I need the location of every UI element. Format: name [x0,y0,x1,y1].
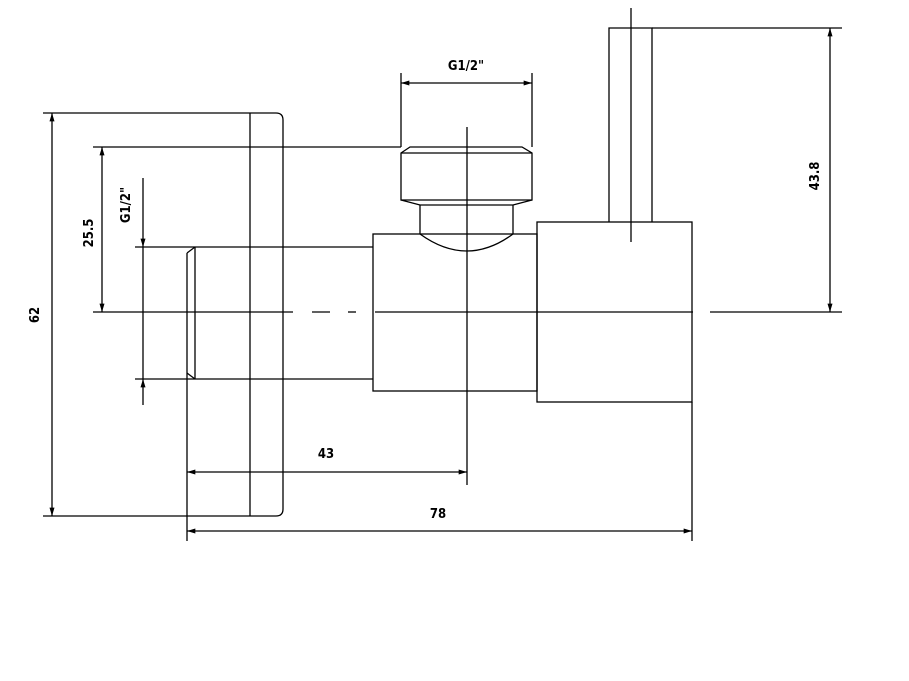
dim-top-thread: G1/2" [448,59,484,74]
wall-flange [43,112,284,517]
dim-offset-height: 25.5 [82,219,97,248]
centerlines [93,127,842,485]
dim-inlet-to-center: 43 [318,447,334,462]
dim-flange-height: 62 [28,307,43,323]
dim-handle-height: 43.8 [808,162,823,191]
dimensions [49,27,842,541]
dim-left-thread: G1/2" [119,187,134,223]
inlet-pipe [135,246,373,541]
dim-overall-length: 78 [430,507,446,522]
